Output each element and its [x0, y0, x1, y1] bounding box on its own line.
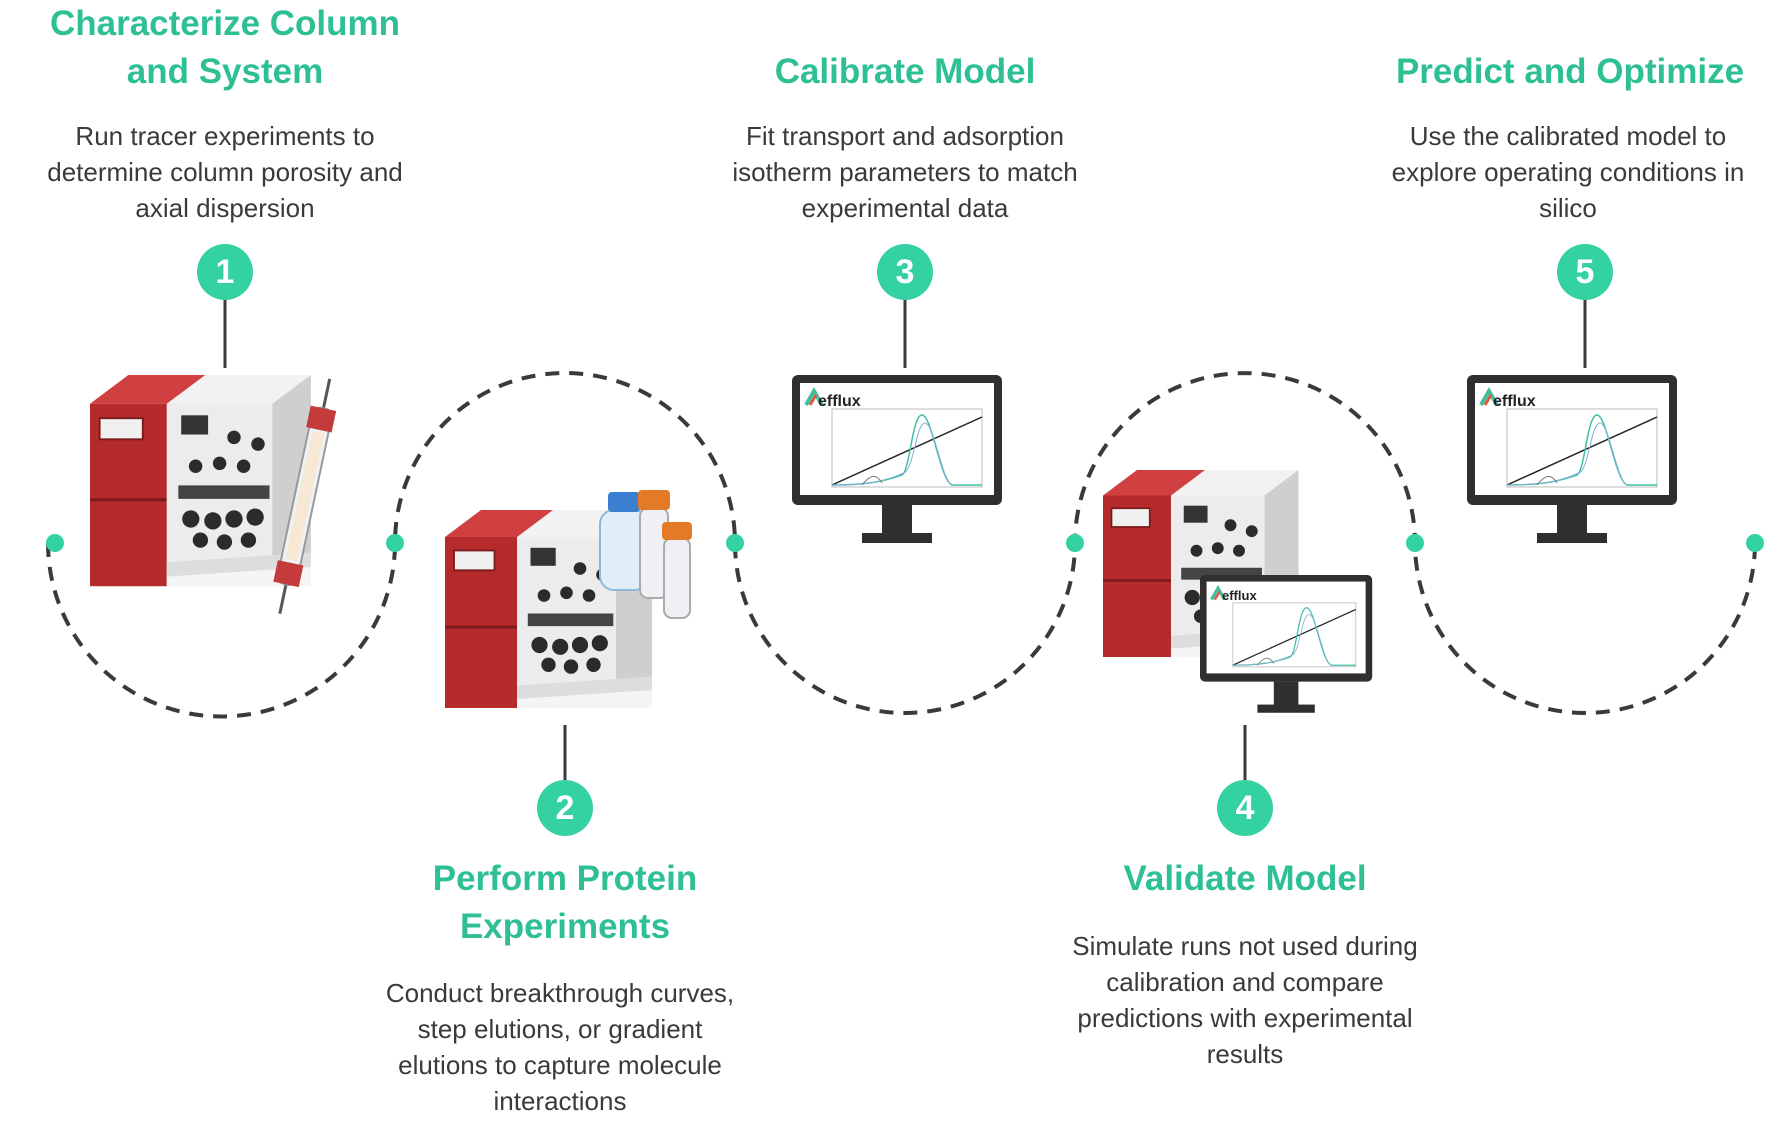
step-1-description: Run tracer experiments to determine colu… [5, 118, 445, 226]
step-4-badge: 4 [1217, 780, 1273, 836]
efflux-logo: efflux [818, 393, 861, 410]
column-icon [273, 378, 337, 615]
step-2-title-line: Experiments [459, 907, 671, 946]
step-3-desc-line: Fit transport and adsorption [746, 121, 1064, 151]
step-4-desc-line: predictions with experimental [1077, 1003, 1413, 1033]
step-3-desc-line: experimental data [801, 193, 1009, 223]
step-3-badge: 3 [877, 244, 933, 300]
efflux-logo: efflux [1493, 393, 1536, 410]
step-2-desc-line: Conduct breakthrough curves, [385, 978, 735, 1008]
step-4-title: Validate Model [1123, 859, 1367, 898]
step-3-title: Calibrate Model [774, 52, 1036, 91]
path-node [1746, 534, 1764, 552]
step-1-title-line: Characterize Column [49, 4, 401, 43]
step-1-desc-line: Run tracer experiments to [75, 121, 375, 151]
step-3-desc-line: isotherm parameters to match [732, 157, 1078, 187]
reagent-bottles-icon [599, 490, 692, 619]
path-node [46, 534, 64, 552]
step-2-badge: 2 [537, 780, 593, 836]
path-node [1406, 534, 1424, 552]
step-1-desc-line: axial dispersion [135, 193, 315, 223]
step-5-desc-line: Use the calibrated model to [1409, 121, 1727, 151]
step-2-title-line: Perform Protein [432, 859, 698, 898]
step-4-desc-line: Simulate runs not used during [1072, 931, 1418, 961]
step-5-desc-line: silico [1539, 193, 1597, 223]
chromatography-system-icon [88, 373, 313, 588]
step-5-title: Predict and Optimize [1395, 52, 1745, 91]
step-2-desc-line: elutions to capture molecule [398, 1050, 722, 1080]
step-4-description: Simulate runs not used during calibratio… [1010, 928, 1480, 1072]
step-1-badge: 1 [197, 244, 253, 300]
path-node [726, 534, 744, 552]
step-5-description: Use the calibrated model to explore oper… [1348, 118, 1788, 226]
step-4-desc-line: results [1206, 1039, 1284, 1069]
step-2-description: Conduct breakthrough curves, step elutio… [340, 975, 780, 1119]
step-3-description: Fit transport and adsorption isotherm pa… [670, 118, 1140, 226]
step-1-title-line: and System [126, 52, 324, 91]
step-1-title: Characterize Column and System [15, 0, 435, 96]
step-2-desc-line: interactions [493, 1086, 627, 1116]
efflux-logo: efflux [1222, 588, 1257, 603]
path-node [386, 534, 404, 552]
dashed-workflow-path [46, 371, 1757, 719]
step-2-desc-line: step elutions, or gradient [417, 1014, 703, 1044]
step-1-desc-line: determine column porosity and [47, 157, 403, 187]
step-5-desc-line: explore operating conditions in [1391, 157, 1745, 187]
step-2-title: Perform Protein Experiments [355, 855, 775, 951]
path-node [1066, 534, 1084, 552]
step-4-desc-line: calibration and compare [1106, 967, 1384, 997]
step-5-badge: 5 [1557, 244, 1613, 300]
